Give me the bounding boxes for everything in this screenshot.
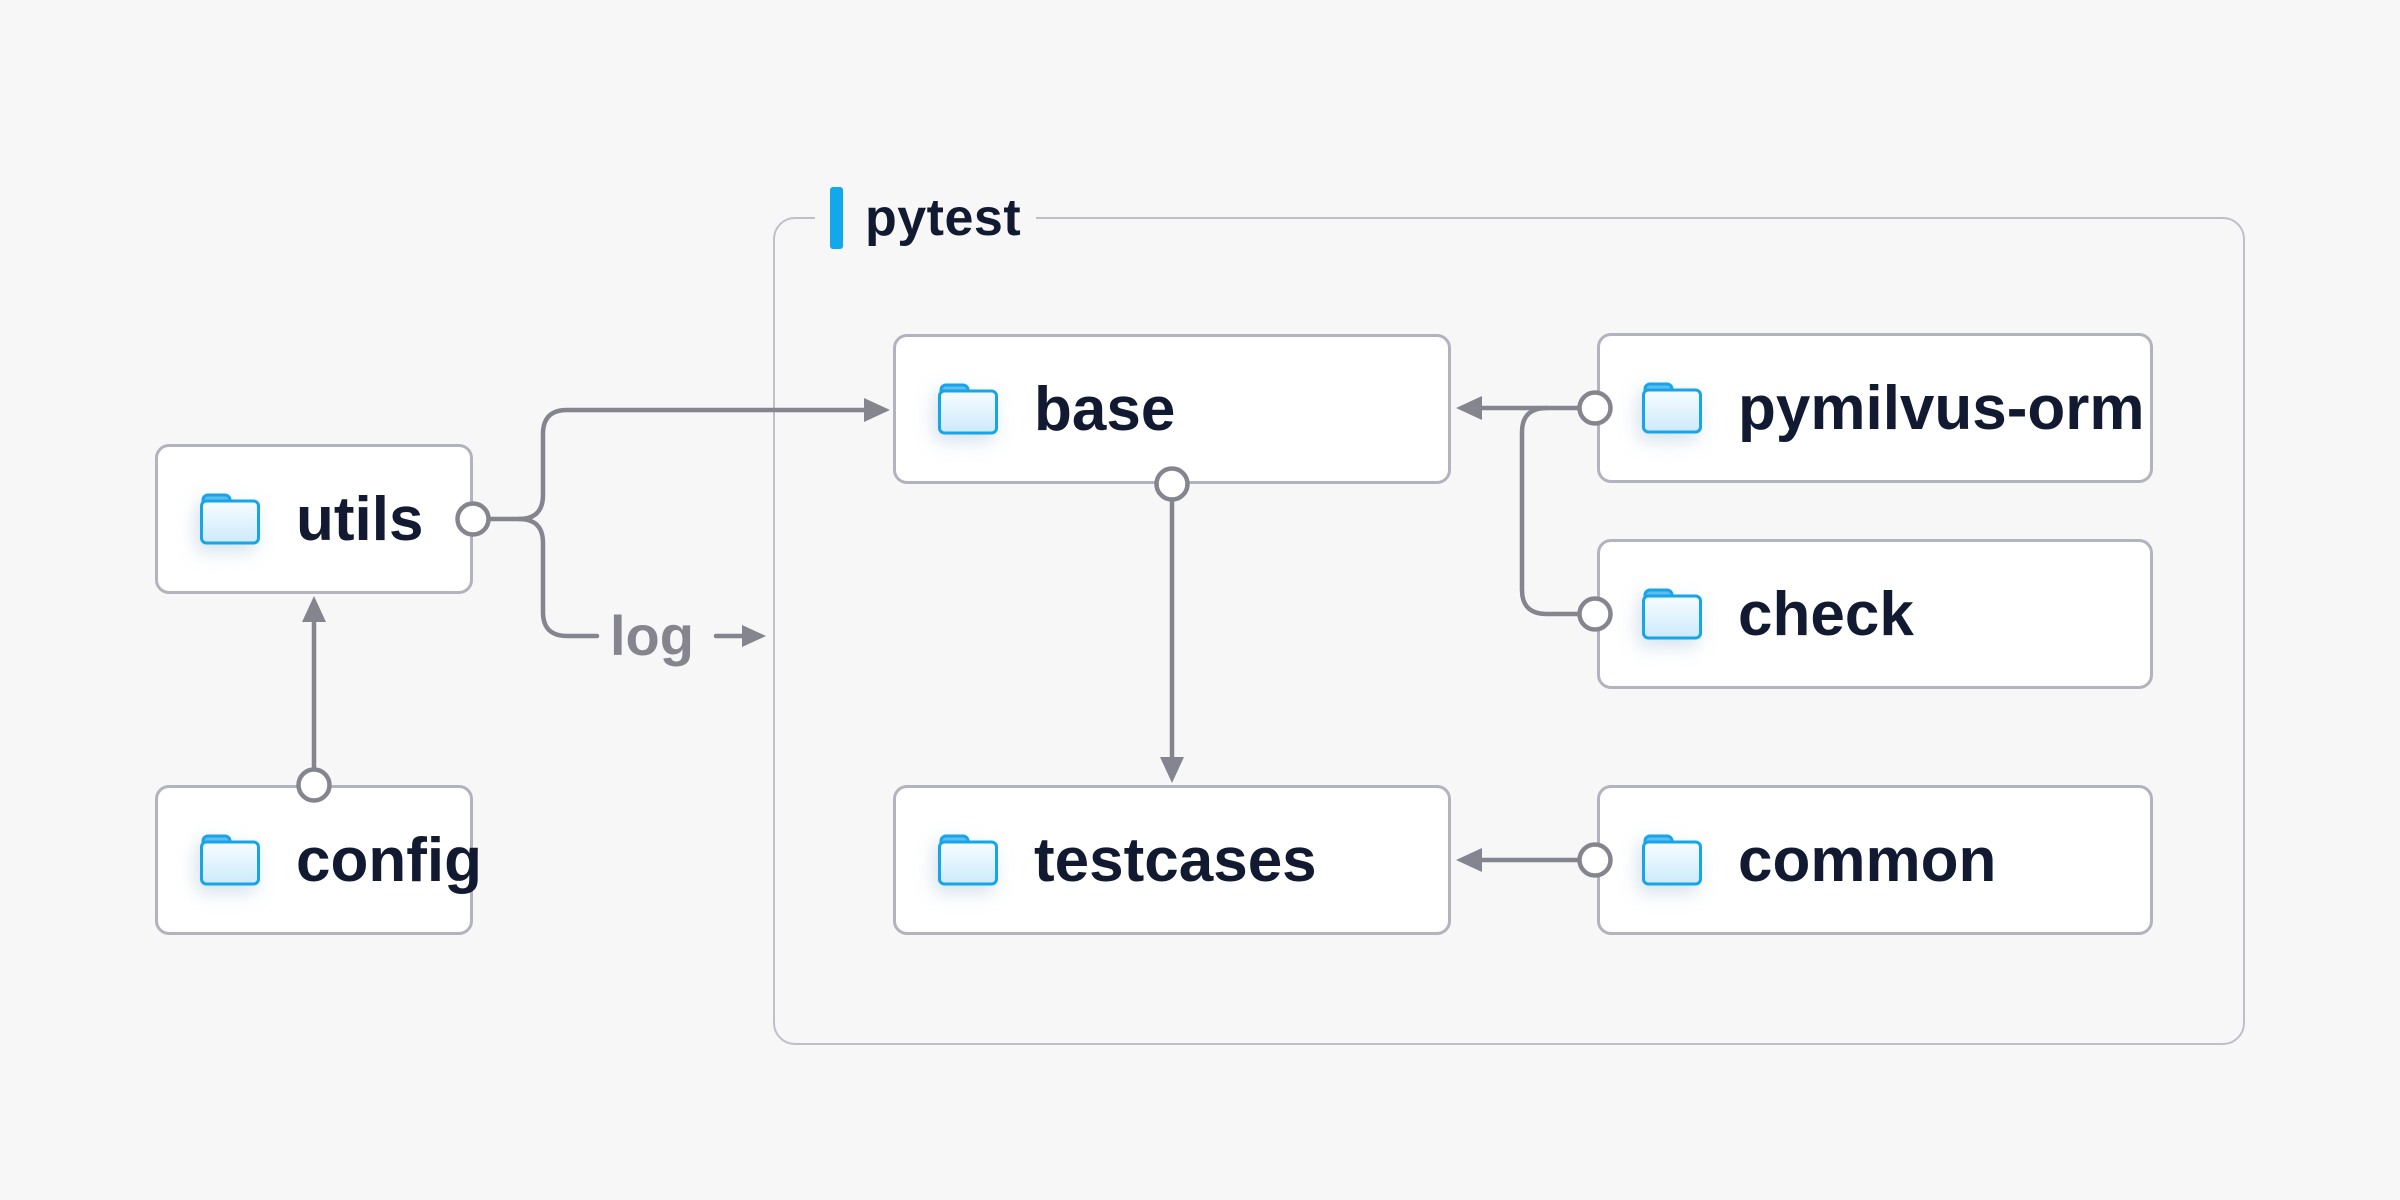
- node-label: testcases: [1034, 825, 1317, 895]
- node-base: base: [893, 334, 1451, 484]
- folder-icon: [1642, 588, 1702, 640]
- folder-icon: [200, 834, 260, 886]
- node-label: config: [296, 825, 482, 895]
- node-pymilvus-orm: pymilvus-orm: [1597, 333, 2153, 483]
- accent-bar: [830, 187, 843, 249]
- edge-config-utils: [296, 596, 332, 803]
- folder-icon: [200, 493, 260, 545]
- node-check: check: [1597, 539, 2153, 689]
- node-label: utils: [296, 484, 424, 554]
- folder-icon: [1642, 382, 1702, 434]
- node-label: common: [1738, 825, 1997, 895]
- node-label: base: [1034, 374, 1176, 444]
- folder-icon: [938, 834, 998, 886]
- node-utils: utils: [155, 444, 473, 594]
- folder-icon: [938, 383, 998, 435]
- group-label-text: pytest: [865, 189, 1022, 247]
- node-label: check: [1738, 579, 1914, 649]
- pytest-group: pytest: [773, 185, 2245, 1045]
- folder-icon: [1642, 834, 1702, 886]
- node-label: pymilvus-orm: [1738, 373, 2145, 443]
- edge-label-log: log: [610, 604, 694, 667]
- node-config: config: [155, 785, 482, 935]
- pytest-group-label: pytest: [815, 185, 1037, 251]
- node-testcases: testcases: [893, 785, 1451, 935]
- node-common: common: [1597, 785, 2153, 935]
